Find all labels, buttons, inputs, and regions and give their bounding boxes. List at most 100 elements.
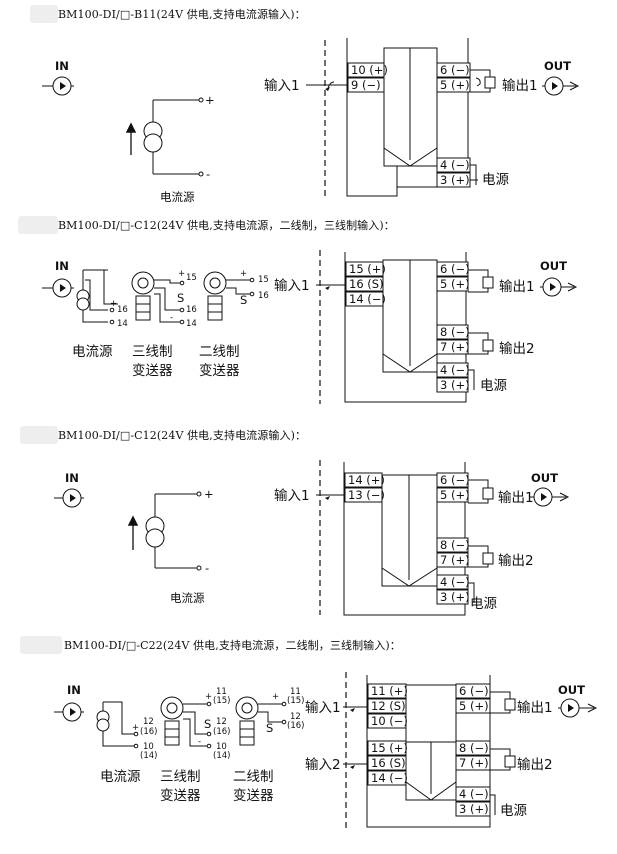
current-source-icon [127, 491, 202, 571]
tw-15: 15 [186, 273, 197, 283]
terminal-in-neg: 9 (−) [351, 78, 381, 92]
tw-s: S [177, 291, 184, 305]
two-wire-label-1: 二线制 [199, 344, 240, 360]
output2-label: 输出2 [498, 553, 534, 569]
tw-minus: - [198, 737, 201, 747]
terminal-6: 6 (−) [440, 262, 470, 276]
terminal-16: 16 (S) [349, 277, 384, 291]
tw-minus: - [170, 313, 173, 323]
terminal-4: 4 (−) [440, 363, 470, 377]
tw-16: 16 [186, 305, 197, 315]
two-16: 16 [258, 291, 269, 301]
terminal-15: 15 (+) [371, 741, 408, 755]
src-plus: + [110, 299, 117, 309]
src-plus: + [132, 723, 139, 733]
input1-label: 输入1 [305, 700, 341, 716]
in-label: IN [67, 683, 81, 697]
current-source-label: 电流源 [100, 769, 141, 785]
tw-s: S [204, 717, 211, 731]
output2-label: 输出2 [499, 341, 535, 357]
src-14: (14) [140, 751, 157, 761]
redacted-mark [20, 636, 62, 654]
section-1-heading: BM100-DI/□-B11(24V 供电,支持电流源输入)： [58, 8, 306, 21]
section-4-diagram: IN + 12 (16) 10 (14) [54, 672, 598, 830]
two-16: (16) [287, 721, 304, 731]
three-wire-transmitter-icon [160, 696, 212, 749]
two-wire-label-2: 变送器 [233, 788, 274, 804]
tw-plus: + [178, 269, 185, 279]
module-box [366, 675, 491, 828]
terminal-10: 10 (−) [371, 714, 408, 728]
current-source-icon [125, 97, 204, 177]
current-source-label: 电流源 [72, 344, 113, 360]
section-2-heading: BM100-DI/□-C12(24V 供电,支持电流源，二线制，三线制输入)： [58, 219, 395, 232]
in-icon [42, 76, 74, 96]
terminal-7: 7 (+) [440, 553, 470, 567]
tw-11: 11 [216, 687, 227, 697]
output1-label: 输出1 [499, 279, 535, 295]
power-label: 电源 [470, 596, 497, 612]
tw-16: (16) [213, 727, 230, 737]
current-source-icon [96, 701, 139, 749]
section-3-heading: BM100-DI/□-C12(24V 供电,支持电流源输入)： [58, 429, 307, 442]
terminal-13: 13 (−) [348, 488, 385, 502]
src-10: 10 [143, 742, 154, 752]
input1-label: 输入1 [274, 488, 310, 504]
src-16: (16) [140, 727, 157, 737]
current-source-icon [76, 269, 118, 323]
output1-label: 输出1 [498, 490, 534, 506]
two-s: S [240, 293, 247, 307]
terminal-5: 5 (+) [459, 699, 489, 713]
terminal-12: 12 (S) [371, 699, 406, 713]
terminal-6: 6 (−) [440, 473, 470, 487]
in-label: IN [65, 471, 79, 485]
two-15: (15) [287, 696, 304, 706]
terminal-4: 4 (−) [440, 575, 470, 589]
out-icon [530, 487, 570, 507]
terminal-6: 6 (−) [459, 684, 489, 698]
three-wire-transmitter-icon [131, 271, 185, 325]
output1-label: 输出1 [517, 700, 553, 716]
in-label: IN [55, 59, 69, 73]
terminal-pwr-neg: 4 (−) [440, 158, 470, 172]
source-minus: - [206, 167, 210, 181]
three-wire-label-2: 变送器 [160, 788, 201, 804]
two-12: 12 [290, 712, 301, 722]
in-label: IN [55, 259, 69, 273]
module-box [346, 38, 469, 197]
terminal-out-neg: 5 (+) [440, 78, 470, 92]
section-2-diagram: IN + 16 14 [42, 250, 578, 404]
terminal-8: 8 (−) [459, 741, 489, 755]
section-4-heading: BM100-DI/□-C22(24V 供电,支持电流源，二线制，三线制输入)： [64, 639, 401, 652]
source-plus: + [205, 93, 215, 107]
output1-label: 输出1 [502, 78, 538, 94]
module-box [344, 252, 467, 403]
two-wire-transmitter-icon [203, 271, 255, 321]
power-label: 电源 [480, 378, 507, 394]
two-11: 11 [290, 687, 301, 697]
src-12: 12 [143, 717, 154, 727]
terminal-14: 14 (+) [348, 473, 385, 487]
src-14: 14 [117, 319, 128, 329]
redacted-mark [20, 426, 58, 444]
tw-12: 12 [216, 717, 227, 727]
power-label: 电源 [482, 172, 509, 188]
terminal-15: 15 (+) [349, 262, 386, 276]
power-label: 电源 [500, 803, 528, 819]
input1-label: 输入1 [274, 278, 310, 294]
out-icon [542, 76, 580, 96]
terminal-14: 14 (−) [371, 771, 408, 785]
output2-label: 输出2 [517, 757, 553, 773]
in-icon [54, 488, 84, 508]
tw-plus: + [205, 692, 212, 702]
out-icon [540, 277, 578, 297]
three-wire-label-1: 三线制 [132, 344, 173, 360]
terminal-5: 5 (+) [440, 488, 470, 502]
terminal-11: 11 (+) [371, 684, 408, 698]
out-label: OUT [540, 259, 567, 273]
terminal-3: 3 (+) [459, 802, 489, 816]
source-plus: + [204, 487, 214, 501]
three-wire-label-2: 变送器 [132, 363, 173, 379]
out-icon [558, 698, 598, 718]
